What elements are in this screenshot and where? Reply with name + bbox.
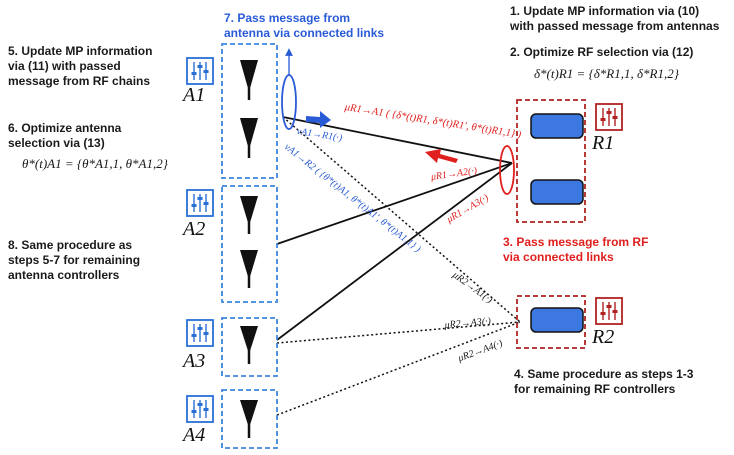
message-arrow-blue bbox=[306, 111, 331, 128]
controller-icon-R1 bbox=[595, 103, 623, 131]
rf-chain bbox=[530, 307, 584, 333]
rf-link-ellipse bbox=[499, 145, 515, 195]
antenna-icon bbox=[240, 250, 258, 280]
antenna-controller-A2 bbox=[221, 185, 278, 303]
step1-annotation: 1. Update MP information via (10) with p… bbox=[510, 4, 720, 33]
rf-controller-R1 bbox=[516, 99, 586, 223]
antenna-selection-equation: θ*(t)A1 = {θ*A1,1, θ*A1,2} bbox=[22, 156, 168, 171]
link-A2-R1 bbox=[276, 162, 513, 245]
controller-icon-R2 bbox=[595, 297, 623, 325]
message-arrow-red bbox=[425, 149, 458, 163]
controller-icon-A2 bbox=[186, 189, 214, 217]
antenna-label-A1: A1 bbox=[183, 84, 206, 106]
antenna-icon bbox=[240, 118, 258, 150]
antenna-link-ellipse bbox=[281, 74, 297, 130]
antenna-label-A3: A3 bbox=[183, 350, 206, 372]
rf-chain bbox=[530, 113, 584, 139]
step2-annotation: 2. Optimize RF selection via (12) bbox=[510, 45, 694, 59]
antenna-controller-A3 bbox=[221, 317, 278, 377]
link-A4-R2 bbox=[276, 321, 521, 416]
link-A3-R2 bbox=[276, 321, 521, 344]
antenna-icon bbox=[240, 60, 258, 92]
step4-annotation: 4. Same procedure as steps 1-3 for remai… bbox=[514, 367, 694, 396]
controller-icon-A4 bbox=[186, 395, 214, 423]
antenna-controller-A4 bbox=[221, 389, 278, 449]
antenna-label-A4: A4 bbox=[183, 424, 206, 446]
antenna-icon bbox=[240, 400, 258, 428]
antenna-label-A2: A2 bbox=[183, 218, 206, 240]
controller-icon-A1 bbox=[186, 57, 214, 85]
step3-annotation: 3. Pass message from RF via connected li… bbox=[503, 235, 649, 264]
step7-annotation: 7. Pass message from antenna via connect… bbox=[224, 11, 385, 40]
antenna-icon bbox=[240, 196, 258, 226]
rf-label-R1: R1 bbox=[592, 132, 615, 154]
step8-annotation: 8. Same procedure as steps 5-7 for remai… bbox=[8, 238, 141, 282]
rf-label-R2: R2 bbox=[592, 326, 615, 348]
rf-chain bbox=[530, 179, 584, 205]
antenna-icon bbox=[240, 326, 258, 354]
rf-controller-R2 bbox=[516, 295, 586, 349]
rf-selection-equation: δ*(t)R1 = {δ*R1,1, δ*R1,2} bbox=[534, 66, 679, 81]
controller-icon-A3 bbox=[186, 319, 214, 347]
connection-links bbox=[276, 116, 521, 416]
link-A3-R1 bbox=[276, 162, 513, 341]
step5-annotation: 5. Update MP information via (11) with p… bbox=[8, 44, 153, 88]
link-A1-R2 bbox=[282, 116, 521, 323]
step6-annotation: 6. Optimize antenna selection via (13) bbox=[8, 121, 122, 150]
antenna-controller-A1 bbox=[221, 43, 278, 179]
